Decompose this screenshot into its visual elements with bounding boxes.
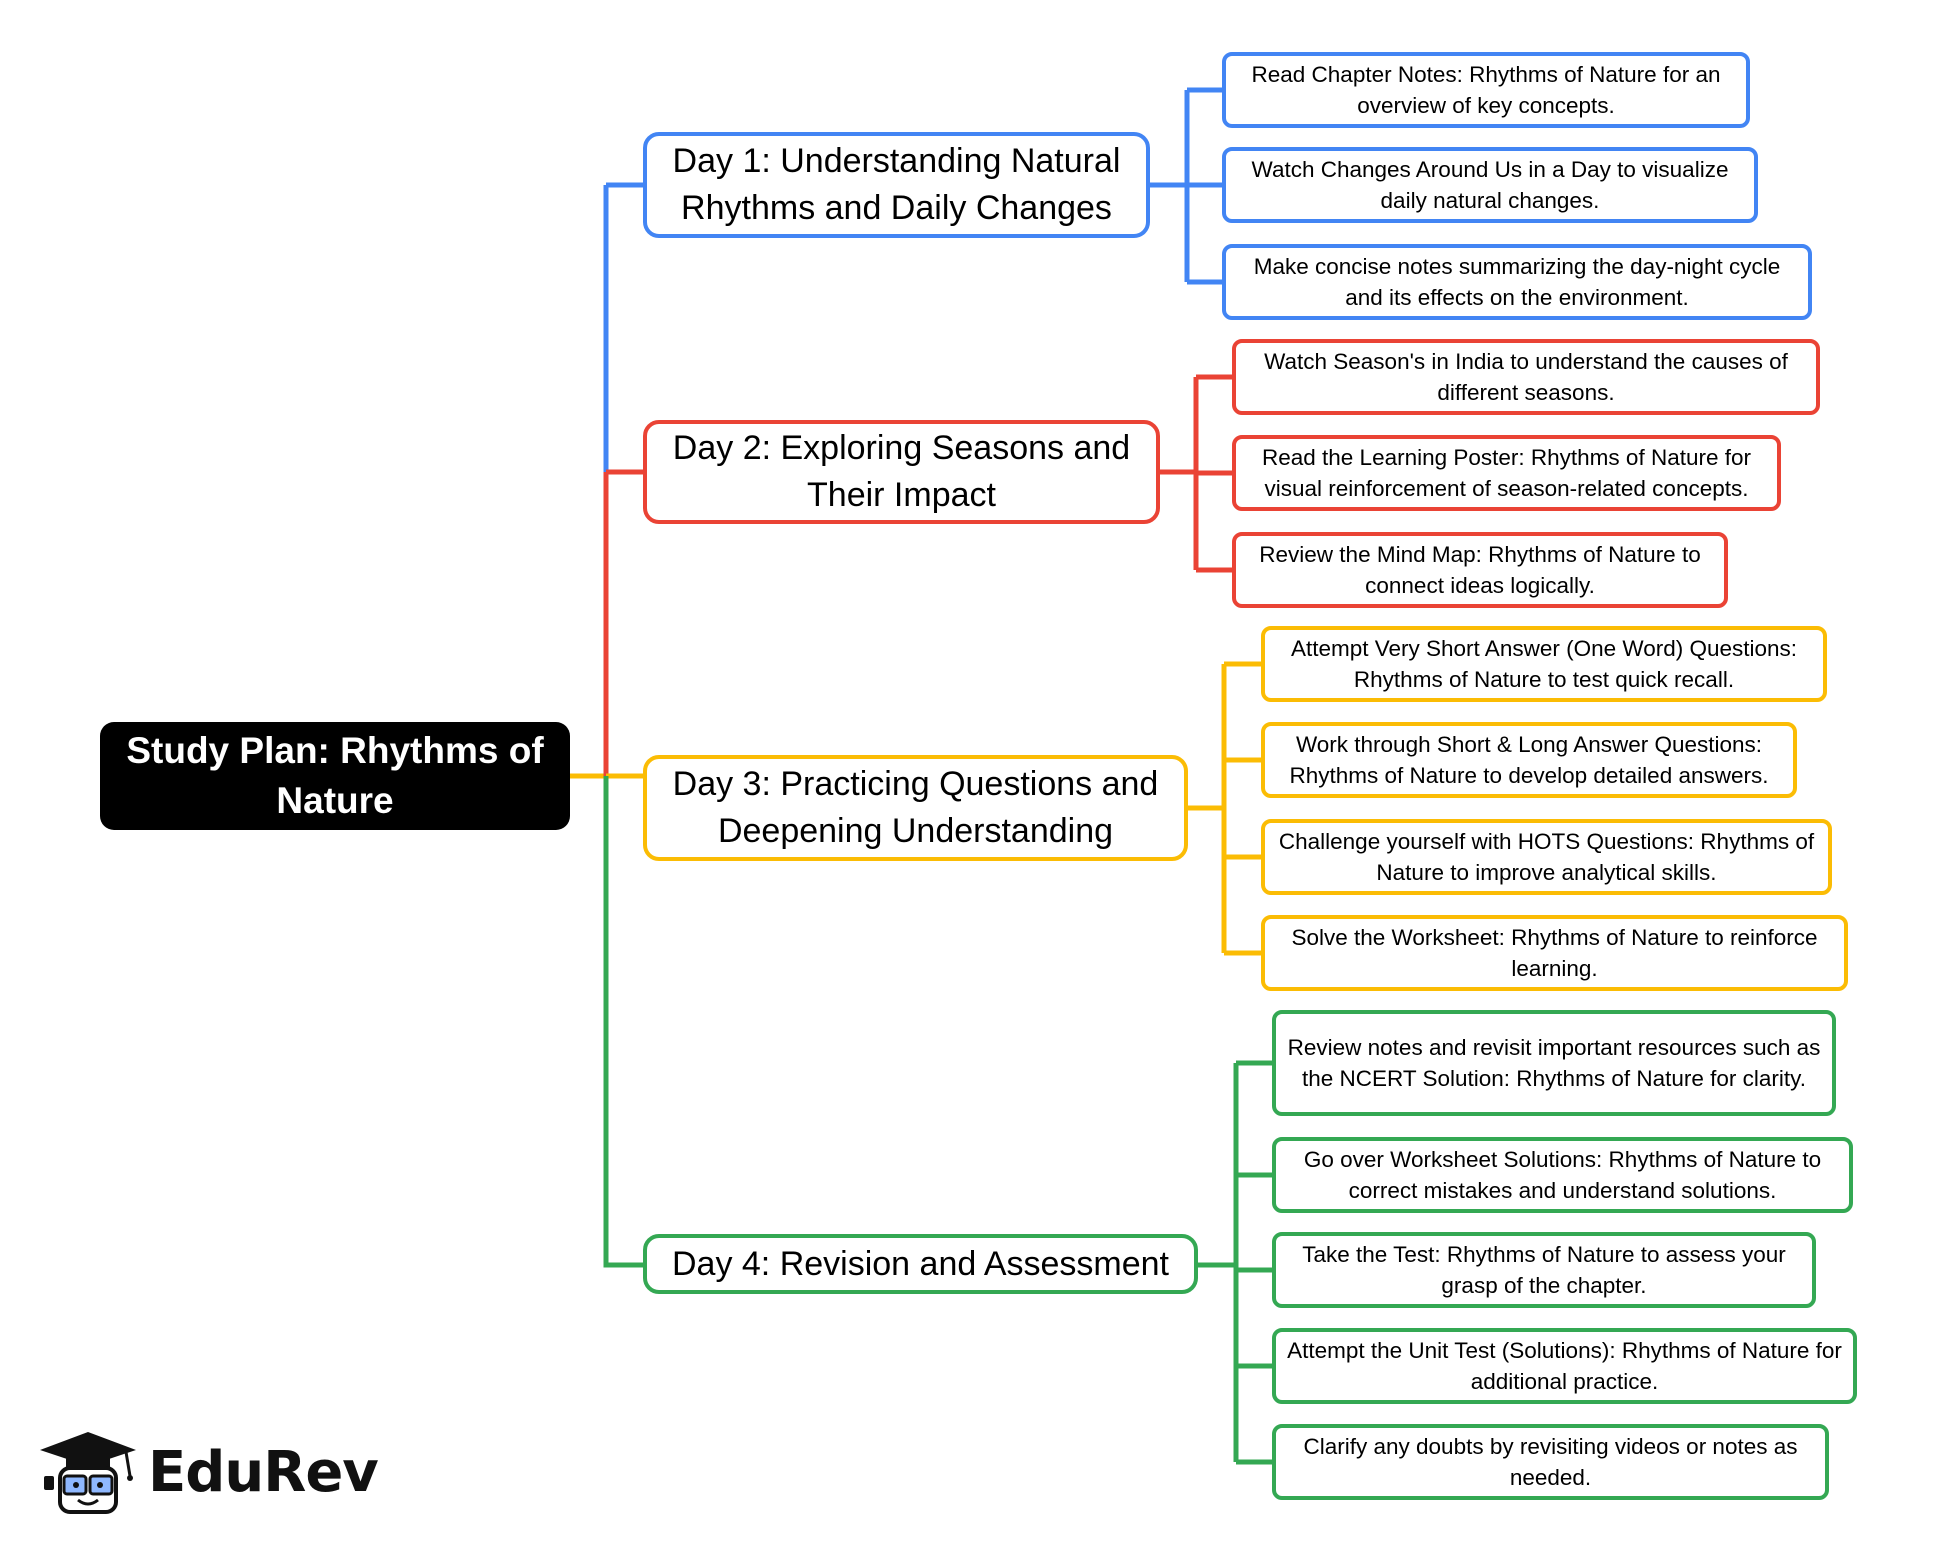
- task-text: Solve the Worksheet: Rhythms of Nature t…: [1291, 925, 1818, 981]
- day4-branches: [1198, 1060, 1272, 1465]
- day3-task-4: Solve the Worksheet: Rhythms of Nature t…: [1261, 915, 1848, 991]
- day3-task-2: Work through Short & Long Answer Questio…: [1261, 722, 1797, 798]
- task-text: Read Chapter Notes: Rhythms of Nature fo…: [1251, 62, 1721, 118]
- day1-title: Day 1: Understanding Natural Rhythms and…: [672, 142, 1121, 227]
- task-text: Attempt Very Short Answer (One Word) Que…: [1290, 636, 1798, 692]
- graduation-cap-mascot-icon: [40, 1432, 136, 1514]
- task-text: Make concise notes summarizing the day-n…: [1253, 254, 1781, 310]
- day2-branches: [1160, 374, 1232, 573]
- task-text: Watch Season's in India to understand th…: [1264, 349, 1788, 405]
- root-node: Study Plan: Rhythms of Nature: [100, 722, 570, 830]
- day3-title: Day 3: Practicing Questions and Deepenin…: [672, 765, 1159, 850]
- task-text: Challenge yourself with HOTS Questions: …: [1278, 829, 1815, 885]
- brand-name: EduRev: [148, 1440, 379, 1505]
- day4-title: Day 4: Revision and Assessment: [671, 1244, 1170, 1283]
- day2-task-2: Read the Learning Poster: Rhythms of Nat…: [1232, 435, 1781, 511]
- day1-branches: [1150, 87, 1222, 285]
- day1-task-3: Make concise notes summarizing the day-n…: [1222, 244, 1812, 320]
- day4-task-5: Clarify any doubts by revisiting videos …: [1272, 1424, 1829, 1500]
- task-text: Review notes and revisit important resou…: [1287, 1035, 1821, 1091]
- brand-logo: EduRev: [36, 1428, 379, 1518]
- task-text: Take the Test: Rhythms of Nature to asse…: [1302, 1242, 1786, 1298]
- day4-task-1: Review notes and revisit important resou…: [1272, 1010, 1836, 1116]
- day2-task-3: Review the Mind Map: Rhythms of Nature t…: [1232, 532, 1728, 608]
- day3-node: Day 3: Practicing Questions and Deepenin…: [643, 755, 1188, 861]
- day1-node: Day 1: Understanding Natural Rhythms and…: [643, 132, 1150, 238]
- day4-task-2: Go over Worksheet Solutions: Rhythms of …: [1272, 1137, 1853, 1213]
- day4-node: Day 4: Revision and Assessment: [643, 1234, 1198, 1294]
- day3-branches: [1188, 661, 1261, 956]
- task-text: Go over Worksheet Solutions: Rhythms of …: [1303, 1147, 1822, 1203]
- day3-task-3: Challenge yourself with HOTS Questions: …: [1261, 819, 1832, 895]
- task-text: Clarify any doubts by revisiting videos …: [1303, 1434, 1798, 1490]
- task-text: Read the Learning Poster: Rhythms of Nat…: [1261, 445, 1751, 501]
- trunk-day4: [603, 776, 643, 1268]
- day2-title: Day 2: Exploring Seasons and Their Impac…: [672, 429, 1131, 514]
- day1-task-2: Watch Changes Around Us in a Day to visu…: [1222, 147, 1758, 223]
- day2-node: Day 2: Exploring Seasons and Their Impac…: [643, 420, 1160, 524]
- day2-task-1: Watch Season's in India to understand th…: [1232, 339, 1820, 415]
- task-text: Review the Mind Map: Rhythms of Nature t…: [1259, 542, 1701, 598]
- trunk-day1: [603, 185, 643, 475]
- day4-task-4: Attempt the Unit Test (Solutions): Rhyth…: [1272, 1328, 1857, 1404]
- task-text: Attempt the Unit Test (Solutions): Rhyth…: [1287, 1338, 1842, 1394]
- day1-task-1: Read Chapter Notes: Rhythms of Nature fo…: [1222, 52, 1750, 128]
- task-text: Watch Changes Around Us in a Day to visu…: [1251, 157, 1729, 213]
- root-title: Study Plan: Rhythms of Nature: [126, 730, 544, 821]
- day4-task-3: Take the Test: Rhythms of Nature to asse…: [1272, 1232, 1816, 1308]
- task-text: Work through Short & Long Answer Questio…: [1289, 732, 1769, 788]
- day3-task-1: Attempt Very Short Answer (One Word) Que…: [1261, 626, 1827, 702]
